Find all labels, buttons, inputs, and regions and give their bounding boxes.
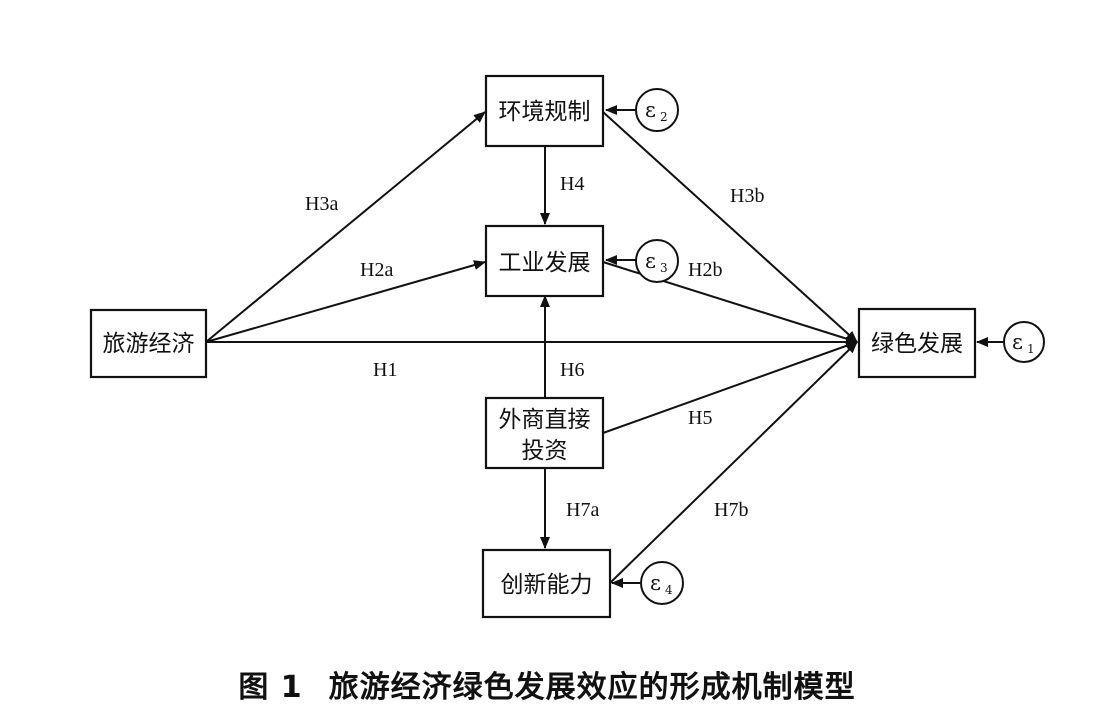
node-tourism-economy: 旅游经济 xyxy=(89,308,208,379)
edge-h2a xyxy=(205,260,486,343)
error-term-e2: ε 2 xyxy=(635,88,679,132)
edge-h7b xyxy=(609,341,858,584)
error-e4-symbol: ε xyxy=(650,571,661,595)
figure-title: 旅游经济绿色发展效应的形成机制模型 xyxy=(328,670,856,705)
edge-h5 xyxy=(602,341,858,434)
node-tourism-economy-label: 旅游经济 xyxy=(103,331,195,357)
label-h7a: H7a xyxy=(566,499,599,521)
error-e4-subscript: 4 xyxy=(665,583,673,597)
error-e1-symbol: ε xyxy=(1012,330,1023,354)
node-green-dev: 绿色发展 xyxy=(857,307,977,379)
error-e2-symbol: ε xyxy=(645,98,656,122)
label-h2a: H2a xyxy=(360,259,393,281)
edge-h3b xyxy=(602,111,858,343)
label-h1: H1 xyxy=(373,359,397,381)
label-h3a: H3a xyxy=(305,193,338,215)
node-env-regulation-label: 环境规制 xyxy=(499,99,591,125)
error-term-e1: ε 1 xyxy=(1003,321,1045,363)
node-fdi: 外商直接 投资 xyxy=(484,396,605,470)
node-env-regulation: 环境规制 xyxy=(484,74,605,148)
error-e1-subscript: 1 xyxy=(1027,342,1035,356)
label-h6: H6 xyxy=(560,359,584,381)
label-h5: H5 xyxy=(688,407,712,429)
figure-number: 图 1 xyxy=(238,670,303,705)
label-h4: H4 xyxy=(560,173,584,195)
label-h2b: H2b xyxy=(688,259,722,281)
label-h3b: H3b xyxy=(730,185,764,207)
node-innovation: 创新能力 xyxy=(481,548,612,619)
error-e3-subscript: 3 xyxy=(660,261,668,275)
node-industrial-dev: 工业发展 xyxy=(484,224,605,298)
node-green-dev-label: 绿色发展 xyxy=(871,331,963,357)
node-industrial-dev-label: 工业发展 xyxy=(499,250,591,276)
error-e2-subscript: 2 xyxy=(660,110,668,124)
error-e3-symbol: ε xyxy=(645,249,656,273)
edge-labels: H1 H2a H3a H4 H3b H2b H6 H5 H7a H7b xyxy=(305,173,764,521)
error-term-e3: ε 3 xyxy=(635,239,679,283)
edge-h3a xyxy=(205,111,486,343)
node-fdi-label-line1: 外商直接 xyxy=(499,407,591,433)
error-term-e4: ε 4 xyxy=(640,561,684,605)
node-fdi-label-line2: 投资 xyxy=(522,438,568,464)
label-h7b: H7b xyxy=(714,499,748,521)
node-innovation-label: 创新能力 xyxy=(501,572,593,598)
figure-caption: 图 1 旅游经济绿色发展效应的形成机制模型 xyxy=(0,662,1094,706)
